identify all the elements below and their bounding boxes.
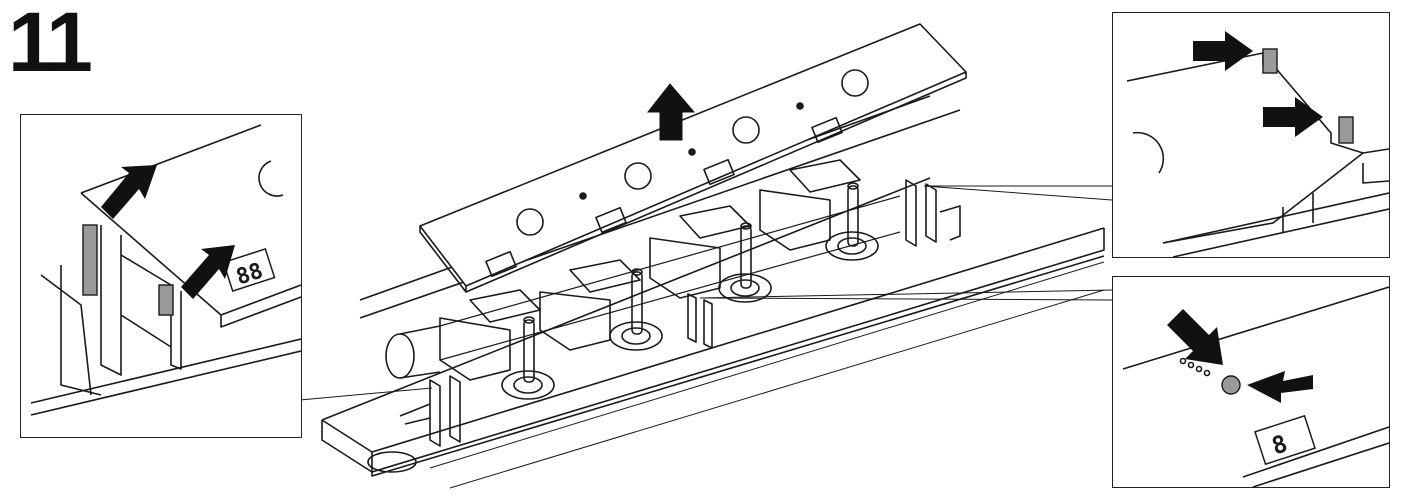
board-notch-detail: [1126, 31, 1389, 257]
board-post-detail: 8: [1122, 286, 1389, 487]
detail-inset-left: 88: [20, 114, 302, 438]
knob-4: [759, 159, 879, 261]
right-arrow-icon: [181, 245, 235, 299]
control-knob-row: [385, 159, 901, 400]
right-arrow-icon: [1193, 31, 1253, 71]
control-board: [419, 23, 967, 293]
board-clip-detail: 88: [30, 124, 301, 416]
right-arrow-icon: [1167, 309, 1223, 365]
board-clip-left: [399, 375, 461, 447]
board-clip-right: [905, 179, 961, 247]
knob-3: [649, 205, 772, 303]
right-arrow-icon: [1263, 97, 1323, 137]
step-number: 11: [8, 0, 93, 89]
leader-lines: [299, 185, 1113, 401]
up-arrow-icon: [646, 83, 696, 141]
left-arrow-icon: [1247, 371, 1313, 403]
detail-inset-top-right: [1112, 12, 1390, 258]
right-arrow-icon: [101, 165, 157, 219]
knob-2: [539, 259, 663, 351]
detail-inset-bottom-right: 8: [1112, 276, 1390, 488]
board-clip-middle: [687, 293, 713, 349]
